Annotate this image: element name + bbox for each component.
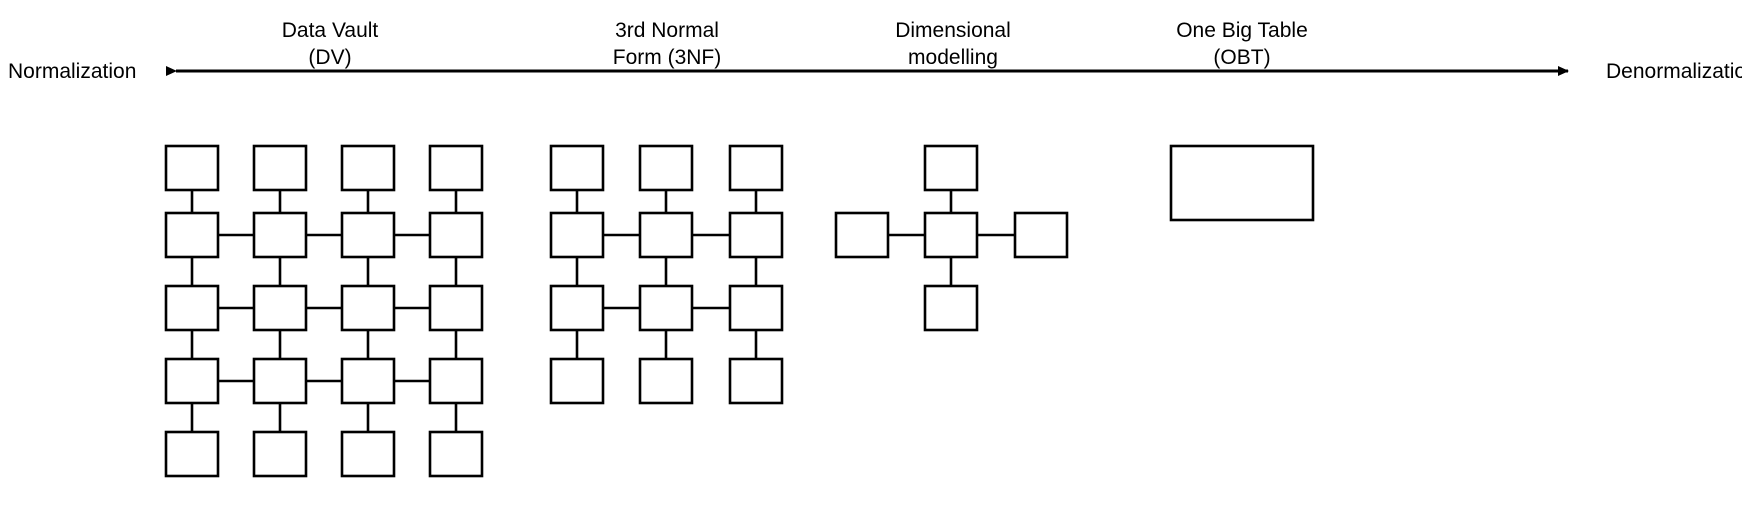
entity-box: [728, 357, 784, 405]
entity-box: [428, 211, 484, 259]
entity-box: [252, 211, 308, 259]
cluster-subtitle-dimensional-modelling: modelling: [908, 46, 998, 69]
entity-box: [728, 284, 784, 332]
entity-box: [638, 357, 694, 405]
entity-box: [1013, 211, 1069, 259]
entity-box: [923, 211, 979, 259]
entity-box: [164, 357, 220, 405]
cluster-one-big-table: One Big Table (OBT): [1169, 19, 1315, 222]
entity-box: [340, 144, 396, 192]
entity-box: [1169, 144, 1315, 222]
entity-box: [834, 211, 890, 259]
entity-box: [164, 144, 220, 192]
entity-box: [164, 211, 220, 259]
entity-box: [638, 211, 694, 259]
entity-box: [340, 284, 396, 332]
cluster-title-dimensional-modelling: Dimensional: [895, 19, 1011, 42]
entity-box: [428, 284, 484, 332]
entity-box: [923, 284, 979, 332]
entity-box: [728, 211, 784, 259]
entity-box: [549, 284, 605, 332]
entity-box: [549, 144, 605, 192]
entity-box: [340, 357, 396, 405]
cluster-title-third-normal-form: 3rd Normal: [615, 19, 719, 42]
cluster-subtitle-data-vault: (DV): [308, 46, 351, 69]
entity-box: [549, 211, 605, 259]
entity-box: [428, 144, 484, 192]
cluster-data-vault: Data Vault (DV): [164, 19, 484, 478]
entity-box: [728, 144, 784, 192]
cluster-subtitle-third-normal-form: Form (3NF): [613, 46, 722, 69]
entity-box: [252, 430, 308, 478]
axis-left-label: Normalization: [8, 60, 136, 83]
entity-box: [340, 430, 396, 478]
cluster-dimensional-modelling: Dimensional modelling: [834, 19, 1069, 332]
axis-group: Normalization Denormalization: [8, 60, 1742, 83]
entity-box: [428, 430, 484, 478]
entity-box: [252, 357, 308, 405]
entity-box: [638, 284, 694, 332]
axis-right-label: Denormalization: [1606, 60, 1742, 83]
entity-box: [549, 357, 605, 405]
entity-box: [340, 211, 396, 259]
entity-box: [428, 357, 484, 405]
cluster-title-data-vault: Data Vault: [282, 19, 379, 42]
entity-box: [638, 144, 694, 192]
cluster-title-one-big-table: One Big Table: [1176, 19, 1308, 42]
entity-box: [252, 284, 308, 332]
entity-box: [923, 144, 979, 192]
entity-box: [252, 144, 308, 192]
entity-box: [164, 284, 220, 332]
cluster-subtitle-one-big-table: (OBT): [1213, 46, 1270, 69]
entity-box: [164, 430, 220, 478]
